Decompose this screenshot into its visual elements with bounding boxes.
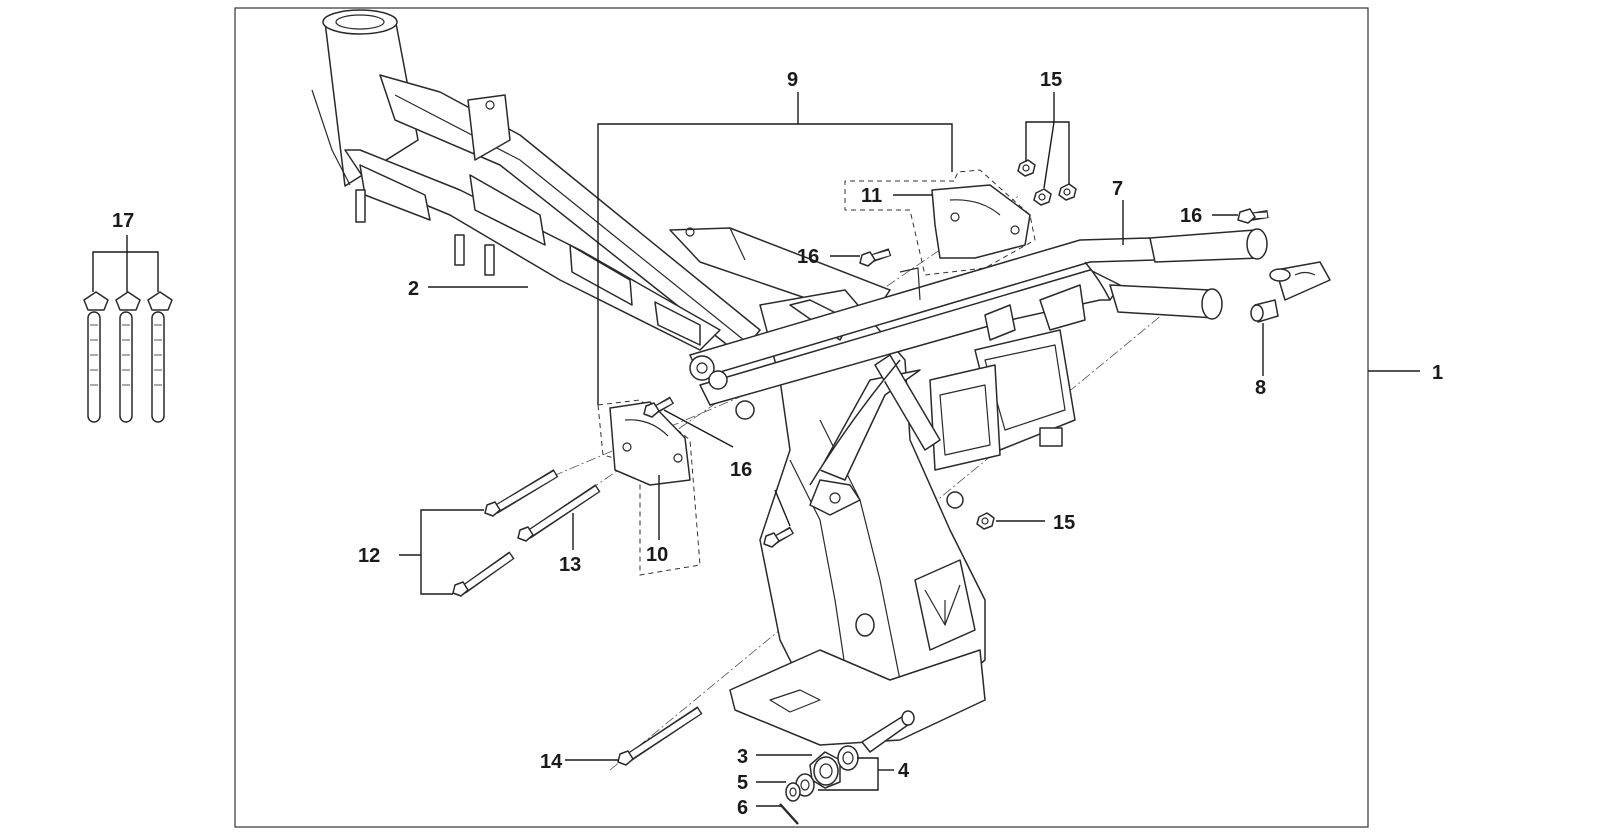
bolt-12-lower [452,551,515,597]
callout-12: 12 [358,545,380,567]
callout-16-rear: 16 [1180,205,1202,227]
callout-5: 5 [737,772,748,794]
bolt-16-middle [859,248,892,267]
cable-ties-17 [83,291,173,423]
bolt-16-rear [1237,208,1269,224]
bolt-16-lower [763,526,795,548]
callout-15-lower: 15 [1053,512,1075,534]
callout-13: 13 [559,554,581,576]
bolt-13 [517,484,601,542]
bearing-4 [795,745,859,797]
washer-5 [785,782,801,802]
callout-16-lower: 16 [730,459,752,481]
nut-15-lower [976,512,995,530]
bolt-16-front [643,396,675,418]
callout-17: 17 [112,210,134,232]
callout-labels: 1 2 3 4 5 6 7 8 9 10 11 12 13 14 15 15 1… [112,69,1443,819]
callout-10: 10 [646,544,668,566]
bolt-14 [617,706,703,766]
nuts-15-upper [1017,159,1077,206]
callout-11: 11 [861,185,882,207]
bracket-11 [844,169,1036,276]
bracket-10 [597,399,701,576]
bolt-12-upper [484,469,559,517]
pivot-shaft [861,710,915,753]
callout-6: 6 [737,797,748,819]
part-8-cap [1250,261,1331,323]
leader-lines [92,92,1420,807]
callout-8: 8 [1255,377,1266,399]
cotter-pin-6 [779,803,799,825]
callout-2: 2 [408,278,419,300]
callout-9: 9 [787,69,798,91]
callout-1: 1 [1432,362,1443,384]
callout-14: 14 [540,751,563,773]
callout-16-middle: 16 [797,246,819,268]
callout-4: 4 [898,760,910,782]
callout-15-upper: 15 [1040,69,1062,91]
kit-boundary [234,7,1369,828]
callout-7: 7 [1112,178,1123,200]
callout-3: 3 [737,746,748,768]
subframe [689,228,1268,516]
